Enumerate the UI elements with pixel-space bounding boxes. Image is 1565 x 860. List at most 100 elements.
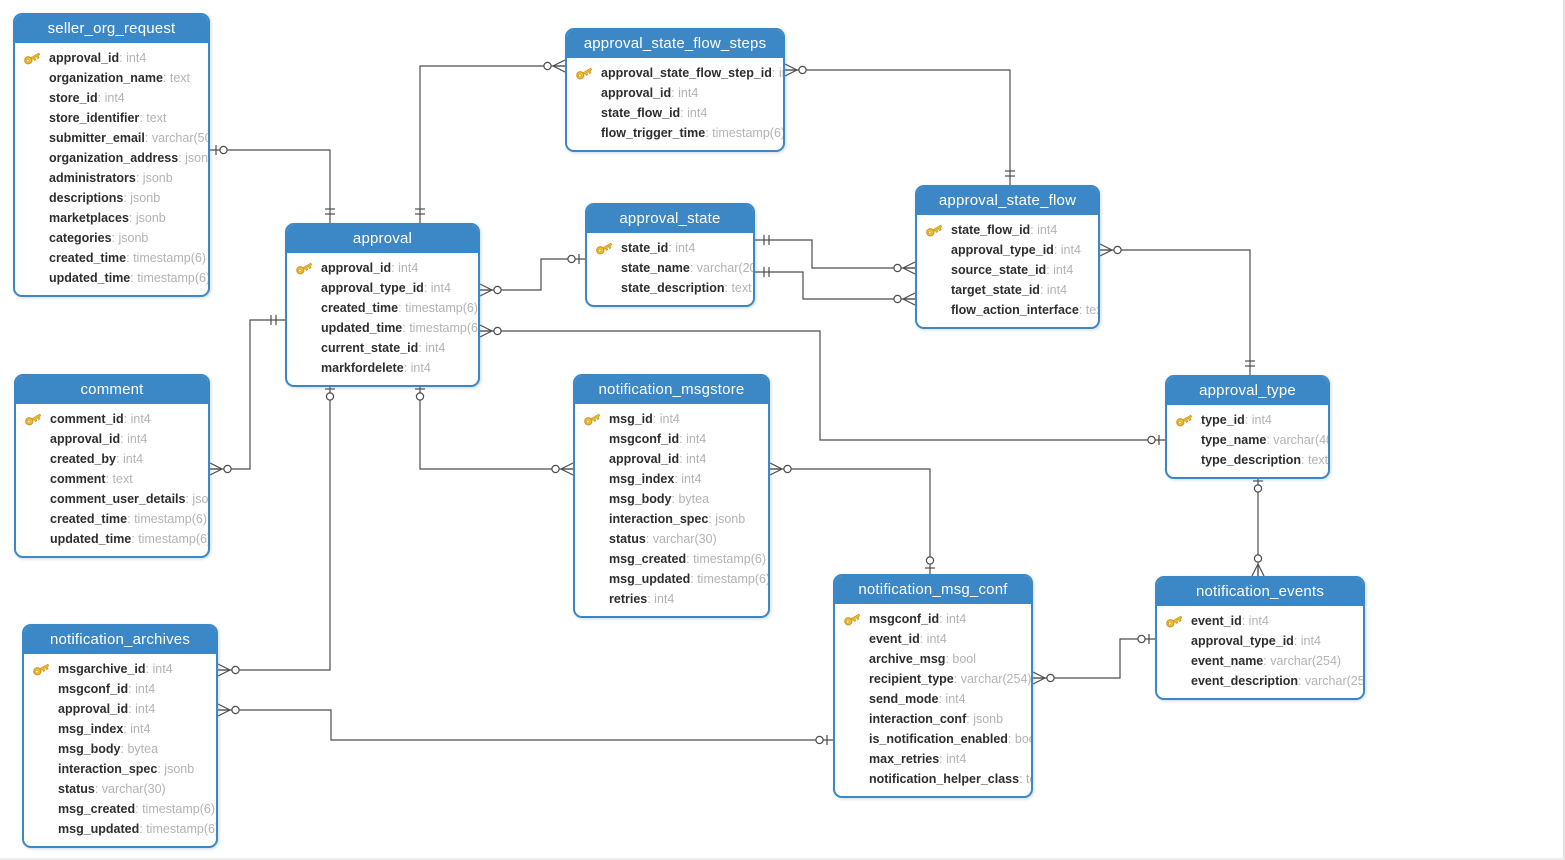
field-notification_msgstore-msg_id[interactable]: msg_id: int4 xyxy=(575,409,768,429)
relationship-line[interactable] xyxy=(210,319,285,470)
relationship-line[interactable] xyxy=(218,709,833,741)
field-approval-created_time[interactable]: created_time: timestamp(6) xyxy=(287,298,478,318)
field-approval_state_flow-target_state_id[interactable]: target_state_id: int4 xyxy=(917,280,1098,300)
field-seller_org_request-organization_name[interactable]: organization_name: text xyxy=(15,68,208,88)
table-title-comment[interactable]: comment xyxy=(16,376,208,404)
field-seller_org_request-categories[interactable]: categories: jsonb xyxy=(15,228,208,248)
field-comment-created_time[interactable]: created_time: timestamp(6) xyxy=(16,509,208,529)
table-title-notification_archives[interactable]: notification_archives xyxy=(24,626,216,654)
field-seller_org_request-administrators[interactable]: administrators: jsonb xyxy=(15,168,208,188)
field-comment-updated_time[interactable]: updated_time: timestamp(6) xyxy=(16,529,208,549)
field-comment-comment_user_details[interactable]: comment_user_details: jsonb xyxy=(16,489,208,509)
field-notification_msgstore-approval_id[interactable]: approval_id: int4 xyxy=(575,449,768,469)
field-seller_org_request-submitter_email[interactable]: submitter_email: varchar(50) xyxy=(15,128,208,148)
field-seller_org_request-store_identifier[interactable]: store_identifier: text xyxy=(15,108,208,128)
field-notification_msg_conf-event_id[interactable]: event_id: int4 xyxy=(835,629,1031,649)
field-notification_msg_conf-recipient_type[interactable]: recipient_type: varchar(254) xyxy=(835,669,1031,689)
field-notification_msg_conf-interaction_conf[interactable]: interaction_conf: jsonb xyxy=(835,709,1031,729)
field-notification_msg_conf-is_notification_enabled[interactable]: is_notification_enabled: bool xyxy=(835,729,1031,749)
table-title-approval_state[interactable]: approval_state xyxy=(587,205,753,233)
relationship-approval_state_flow_steps-approval_state_flow[interactable] xyxy=(784,63,1015,185)
field-seller_org_request-marketplaces[interactable]: marketplaces: jsonb xyxy=(15,208,208,228)
field-notification_msg_conf-notification_helper_class[interactable]: notification_helper_class: text xyxy=(835,769,1031,789)
field-approval_state-state_name[interactable]: state_name: varchar(20) xyxy=(587,258,753,278)
field-comment-comment[interactable]: comment: text xyxy=(16,469,208,489)
relationship-comment-approval[interactable] xyxy=(209,315,285,476)
field-approval-approval_type_id[interactable]: approval_type_id: int4 xyxy=(287,278,478,298)
relationship-line[interactable] xyxy=(755,271,915,300)
field-notification_archives-msgconf_id[interactable]: msgconf_id: int4 xyxy=(24,679,216,699)
field-approval_state-state_id[interactable]: state_id: int4 xyxy=(587,238,753,258)
field-approval_state_flow-state_flow_id[interactable]: state_flow_id: int4 xyxy=(917,220,1098,240)
field-notification_archives-approval_id[interactable]: approval_id: int4 xyxy=(24,699,216,719)
field-notification_msg_conf-send_mode[interactable]: send_mode: int4 xyxy=(835,689,1031,709)
field-notification_msg_conf-msgconf_id[interactable]: msgconf_id: int4 xyxy=(835,609,1031,629)
table-title-approval_state_flow_steps[interactable]: approval_state_flow_steps xyxy=(567,30,783,58)
field-seller_org_request-approval_id[interactable]: approval_id: int4 xyxy=(15,48,208,68)
field-approval-approval_id[interactable]: approval_id: int4 xyxy=(287,258,478,278)
field-notification_archives-interaction_spec[interactable]: interaction_spec: jsonb xyxy=(24,759,216,779)
field-notification_msg_conf-archive_msg[interactable]: archive_msg: bool xyxy=(835,649,1031,669)
field-notification_archives-msg_created[interactable]: msg_created: timestamp(6) xyxy=(24,799,216,819)
field-notification_events-event_name[interactable]: event_name: varchar(254) xyxy=(1157,651,1363,671)
field-approval_type-type_description[interactable]: type_description: text xyxy=(1167,450,1328,470)
field-notification_msgstore-interaction_spec[interactable]: interaction_spec: jsonb xyxy=(575,509,768,529)
field-approval_state_flow_steps-flow_trigger_time[interactable]: flow_trigger_time: timestamp(6) xyxy=(567,123,783,143)
field-notification_msg_conf-max_retries[interactable]: max_retries: int4 xyxy=(835,749,1031,769)
relationship-approval-approval_state_flow_steps[interactable] xyxy=(415,59,566,223)
field-notification_msgstore-msg_updated[interactable]: msg_updated: timestamp(6) xyxy=(575,569,768,589)
field-comment-created_by[interactable]: created_by: int4 xyxy=(16,449,208,469)
field-approval_state_flow-approval_type_id[interactable]: approval_type_id: int4 xyxy=(917,240,1098,260)
field-comment-comment_id[interactable]: comment_id: int4 xyxy=(16,409,208,429)
relationship-notification_msg_conf-notification_events[interactable] xyxy=(1032,634,1155,685)
table-title-notification_msgstore[interactable]: notification_msgstore xyxy=(575,376,768,404)
field-notification_msgstore-msgconf_id[interactable]: msgconf_id: int4 xyxy=(575,429,768,449)
relationship-line[interactable] xyxy=(218,383,331,671)
relationship-line[interactable] xyxy=(785,69,1011,185)
table-title-seller_org_request[interactable]: seller_org_request xyxy=(15,15,208,43)
field-comment-approval_id[interactable]: approval_id: int4 xyxy=(16,429,208,449)
relationship-approval_state_flow-approval_type[interactable] xyxy=(1099,243,1255,375)
field-notification_events-event_description[interactable]: event_description: varchar(254) xyxy=(1157,671,1363,691)
table-title-approval_type[interactable]: approval_type xyxy=(1167,377,1328,405)
field-approval-current_state_id[interactable]: current_state_id: int4 xyxy=(287,338,478,358)
table-title-notification_msg_conf[interactable]: notification_msg_conf xyxy=(835,576,1031,604)
field-seller_org_request-organization_address[interactable]: organization_address: jsonb xyxy=(15,148,208,168)
field-notification_archives-msg_body[interactable]: msg_body: bytea xyxy=(24,739,216,759)
field-notification_msgstore-msg_index[interactable]: msg_index: int4 xyxy=(575,469,768,489)
relationship-seller_org_request-approval[interactable] xyxy=(210,145,335,223)
relationship-line[interactable] xyxy=(419,383,573,470)
table-approval_state_flow_steps[interactable]: approval_state_flow_steps approval_state_… xyxy=(565,28,785,152)
field-notification_archives-msg_updated[interactable]: msg_updated: timestamp(6) xyxy=(24,819,216,839)
relationship-line[interactable] xyxy=(1100,249,1251,375)
field-notification_msgstore-msg_created[interactable]: msg_created: timestamp(6) xyxy=(575,549,768,569)
relationship-approval_state-approval_state_flow[interactable] xyxy=(755,267,916,306)
field-notification_archives-status[interactable]: status: varchar(30) xyxy=(24,779,216,799)
relationship-notification_msgstore-notification_msg_conf[interactable] xyxy=(769,462,935,574)
relationship-line[interactable] xyxy=(1033,638,1155,679)
field-approval_state-state_description[interactable]: state_description: text xyxy=(587,278,753,298)
field-notification_msgstore-msg_body[interactable]: msg_body: bytea xyxy=(575,489,768,509)
relationship-line[interactable] xyxy=(770,468,931,574)
relationship-approval-notification_archives[interactable] xyxy=(217,383,335,677)
relationship-approval_type-notification_events[interactable] xyxy=(1251,475,1265,577)
field-approval_type-type_id[interactable]: type_id: int4 xyxy=(1167,410,1328,430)
field-notification_archives-msg_index[interactable]: msg_index: int4 xyxy=(24,719,216,739)
field-approval-markfordelete[interactable]: markfordelete: int4 xyxy=(287,358,478,378)
field-notification_msgstore-status[interactable]: status: varchar(30) xyxy=(575,529,768,549)
field-notification_events-approval_type_id[interactable]: approval_type_id: int4 xyxy=(1157,631,1363,651)
field-seller_org_request-store_id[interactable]: store_id: int4 xyxy=(15,88,208,108)
relationship-line[interactable] xyxy=(210,149,331,223)
field-approval-updated_time[interactable]: updated_time: timestamp(6) xyxy=(287,318,478,338)
field-approval_state_flow_steps-approval_state_flow_step_id[interactable]: approval_state_flow_step_id: int4 xyxy=(567,63,783,83)
relationship-line[interactable] xyxy=(419,65,565,223)
relationship-line[interactable] xyxy=(480,258,585,291)
field-seller_org_request-updated_time[interactable]: updated_time: timestamp(6) xyxy=(15,268,208,288)
